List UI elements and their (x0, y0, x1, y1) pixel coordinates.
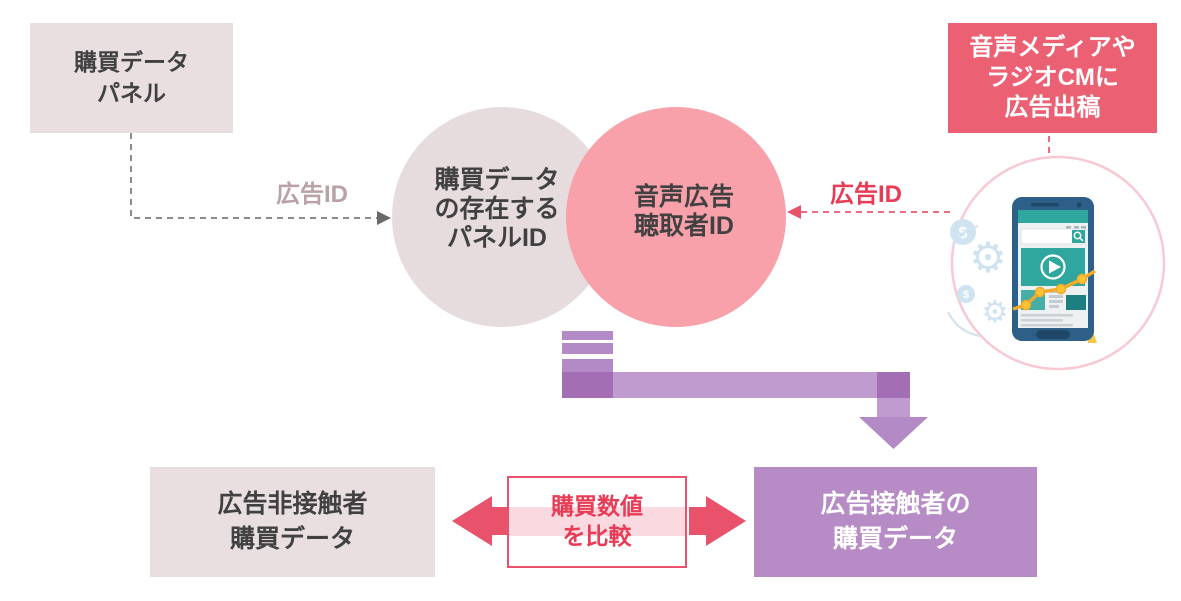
extraction-bar (562, 343, 613, 354)
purchase-data-panel-box: 購買データ パネル (30, 23, 233, 133)
gear-icon: ⚙ (969, 234, 1007, 281)
home-button (1036, 330, 1070, 339)
venn-left-circle (392, 107, 612, 327)
ad-id-label-right: 広告ID (830, 181, 902, 208)
screen-header-bar (1018, 210, 1088, 223)
compare-box: 購買数値 を比較 (507, 476, 687, 568)
purple-flow-arrow (562, 331, 928, 449)
arrowhead-down-icon (859, 417, 928, 449)
flow-stem (877, 398, 910, 417)
red-dashed-connector (787, 205, 950, 219)
content-thumbnail (1066, 295, 1086, 310)
dollar-coin-icon (950, 219, 976, 245)
flow-band (562, 372, 910, 398)
gray-dashed-connector (130, 133, 391, 225)
ad-placement-box: 音声メディアや ラジオCMに 広告出稿 (948, 23, 1157, 133)
venn-right-circle (566, 107, 786, 327)
compare-arrow-left (452, 496, 509, 546)
compare-box-label: 購買数値 を比較 (551, 493, 643, 549)
gear-icon: ⚙ (982, 296, 1009, 329)
venn-left-circle-label: 購買データ の存在する パネルID (434, 166, 560, 252)
venn-right-circle-label: 音声広告 聴取者ID (633, 183, 734, 240)
arrowhead-left-icon (787, 205, 801, 219)
ad-id-label-left: 広告ID (276, 181, 348, 208)
arrowhead-right-icon (377, 211, 391, 225)
phone-camera (1076, 202, 1082, 208)
line-chart-icon (1012, 269, 1096, 311)
search-icon (1072, 230, 1085, 243)
svg-text:$: $ (963, 289, 969, 301)
compare-arrow-right (689, 496, 746, 546)
extraction-bar (562, 331, 613, 340)
compare-arrows (452, 496, 746, 546)
non-exposed-purchase-box: 広告非接触者 購買データ (150, 467, 435, 577)
dollar-coin-icon (957, 285, 975, 303)
venn-diagram (392, 107, 786, 327)
listener-device-circle: $ $ ⚙ ⚙ (947, 155, 1166, 371)
device-decorations: $ $ ⚙ ⚙ (947, 219, 1009, 337)
compare-arrow-shaft-overlay (509, 507, 685, 536)
exposed-purchase-box: 広告接触者の 購買データ (754, 467, 1037, 577)
smartphone-illustration (1012, 197, 1097, 343)
extraction-bar (562, 359, 613, 372)
play-icon (1040, 254, 1066, 280)
phone-speaker (1031, 203, 1059, 207)
curved-arrow-icon (947, 311, 981, 337)
curved-arrow-icon (951, 225, 979, 248)
